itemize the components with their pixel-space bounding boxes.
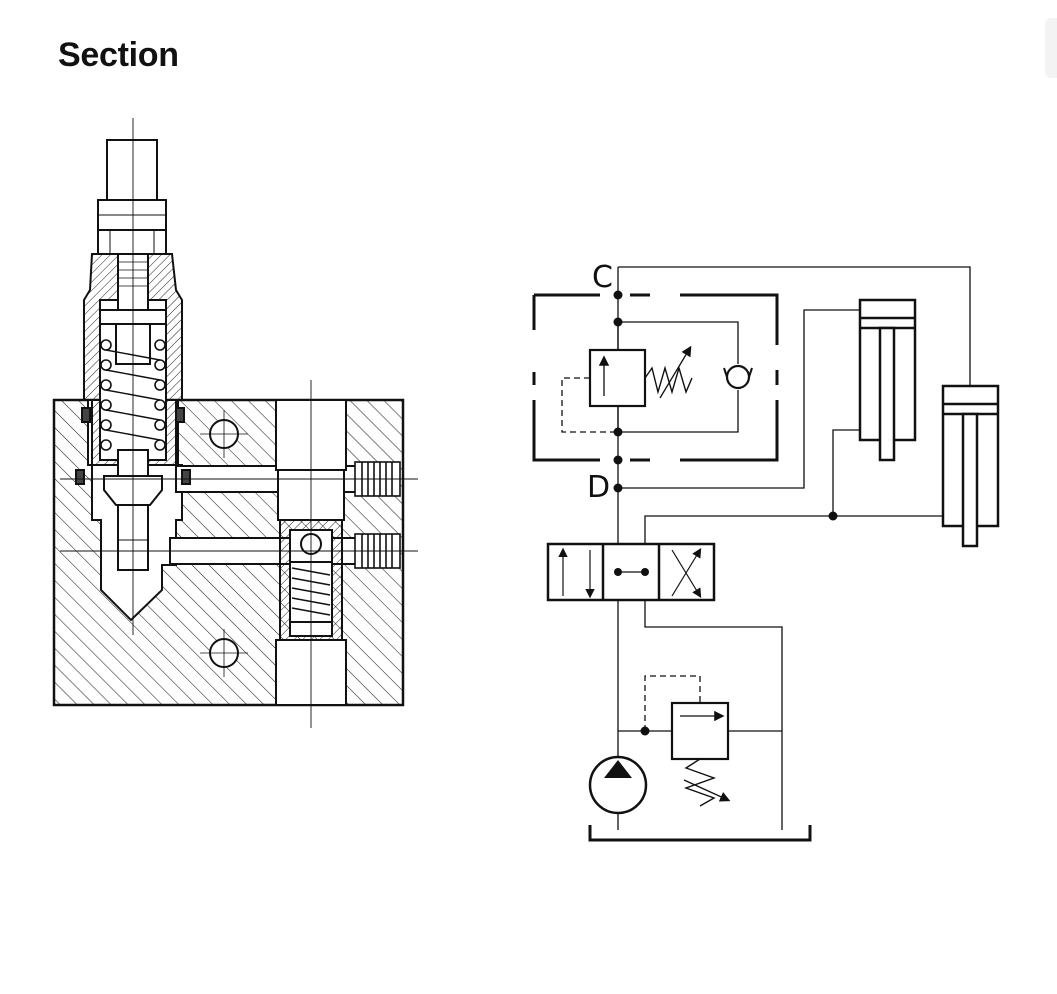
port-d-label: D [587, 470, 610, 505]
tank-symbol [588, 825, 812, 842]
scrollbar[interactable] [1045, 18, 1057, 78]
port-c-label: C [592, 260, 613, 295]
valve-enclosure [532, 293, 779, 462]
check-ball [725, 364, 751, 390]
section-view [52, 118, 418, 728]
cylinder-2 [941, 384, 1000, 548]
pump-symbol [588, 755, 648, 815]
hydraulic-schematic: C D [532, 260, 1000, 842]
page-title: Section [58, 36, 179, 74]
relief-valve-box [588, 348, 647, 408]
pressure-relief-box [670, 701, 730, 761]
cylinder-1 [858, 298, 917, 462]
